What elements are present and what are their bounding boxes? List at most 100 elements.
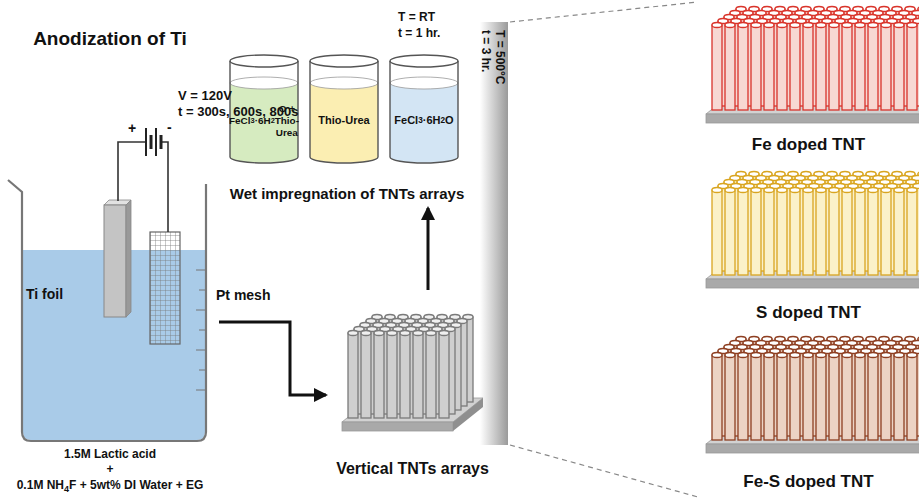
beaker-wall (390, 61, 458, 163)
nanotube-opening (777, 188, 787, 193)
nanotube (894, 355, 904, 440)
solution-surface (310, 77, 378, 89)
condition-label: T = RT (398, 10, 435, 24)
nanotube (413, 333, 423, 418)
leader-line (510, 445, 698, 497)
product-name: Fe-S doped TNT (696, 472, 919, 492)
nanotube (790, 25, 800, 110)
nanotube-opening (751, 353, 761, 358)
nanotube (803, 190, 813, 275)
condition-label: t = 1 hr. (398, 26, 440, 40)
nanotube-opening (738, 353, 748, 358)
nanotube (868, 25, 878, 110)
nanotube (868, 355, 878, 440)
pt-mesh (150, 232, 180, 344)
tube-array (706, 337, 919, 454)
nanotube-opening (842, 353, 852, 358)
tube-array (706, 7, 919, 124)
nanotube (777, 190, 787, 275)
solution-name: FeCl3·6H2O + Thio-Urea (231, 85, 297, 157)
nanotube (881, 25, 891, 110)
process-step: Vertical TNTs arrays (326, 290, 499, 480)
nanotube-opening (790, 188, 800, 193)
nanotube-opening (764, 353, 774, 358)
nanotube (907, 355, 917, 440)
battery-symbol (146, 128, 161, 156)
nanotube-opening (855, 188, 865, 193)
nanotube-opening (907, 23, 917, 28)
nanotube-opening (907, 188, 917, 193)
electrolyte-label: 0.1M NH4F + 5wt% DI Water + EG (0, 478, 220, 492)
beaker (8, 180, 206, 441)
beaker-rim (390, 55, 458, 67)
nanotube-opening (764, 23, 774, 28)
anneal-conditions: T = 500°Ct = 3 hr. (478, 30, 507, 150)
substrate-front (706, 279, 919, 288)
nanotube (712, 190, 722, 275)
time-label: t = 300s, 600s, 800s (178, 104, 298, 120)
nanotube (829, 25, 839, 110)
nanotube (751, 25, 761, 110)
nanotube-opening (400, 331, 410, 336)
nanotube-opening (907, 353, 917, 358)
step-title: Wet impregnation of TNTs arrays (218, 185, 476, 203)
nanotube (790, 355, 800, 440)
nanotube-opening (738, 23, 748, 28)
nanotube (803, 25, 813, 110)
ti-foil-side (126, 200, 131, 317)
nanotube-opening (374, 331, 384, 336)
tube-array (706, 172, 919, 289)
nanotube-opening (712, 353, 722, 358)
nanotube (738, 190, 748, 275)
nanotube (855, 355, 865, 440)
nanotube-opening (829, 353, 839, 358)
nanotube-opening (790, 353, 800, 358)
nanotube-opening (894, 353, 904, 358)
annealing-band (480, 22, 508, 445)
nanotube-opening (855, 353, 865, 358)
nanotube-opening (439, 331, 449, 336)
flow-arrow (427, 208, 430, 290)
nanotube-opening (868, 23, 878, 28)
substrate-front (706, 444, 919, 453)
solution (310, 83, 378, 163)
part-label: Pt mesh (216, 287, 270, 304)
nanotube (725, 25, 735, 110)
nanotube (842, 190, 852, 275)
nanotube (881, 190, 891, 275)
nanotube-opening (881, 188, 891, 193)
nanotube (712, 355, 722, 440)
nanotube (439, 333, 449, 418)
nanotube-opening (842, 23, 852, 28)
nanotube (816, 25, 826, 110)
nanotube (816, 190, 826, 275)
nanotube (361, 333, 371, 418)
nanotube-opening (881, 353, 891, 358)
nanotube (777, 355, 787, 440)
nanotube-opening (829, 23, 839, 28)
tube-array (342, 315, 483, 432)
step-title: Anodization of Ti (1, 28, 219, 51)
nanotube (777, 25, 787, 110)
nanotube (374, 333, 384, 418)
step-title: Vertical TNTs arrays (326, 459, 499, 478)
electrolyte-label: + (0, 462, 220, 476)
nanotube (400, 333, 410, 418)
beaker-rim (230, 55, 298, 67)
nanotube-opening (725, 353, 735, 358)
nanotube-opening (855, 23, 865, 28)
solution-surface (230, 77, 298, 89)
nanotube (725, 355, 735, 440)
polarity-sign: - (167, 119, 172, 136)
solution-surface (390, 77, 458, 89)
nanotube-opening (868, 188, 878, 193)
flow-arrow (219, 322, 326, 395)
product: Fe doped TNT (696, 2, 919, 157)
nanotube (829, 190, 839, 275)
voltage-label: V = 120V (178, 88, 232, 104)
product: Fe-S doped TNT (696, 330, 919, 494)
product: S doped TNT (696, 165, 919, 325)
nanotube-opening (738, 188, 748, 193)
nanotube-opening (881, 23, 891, 28)
